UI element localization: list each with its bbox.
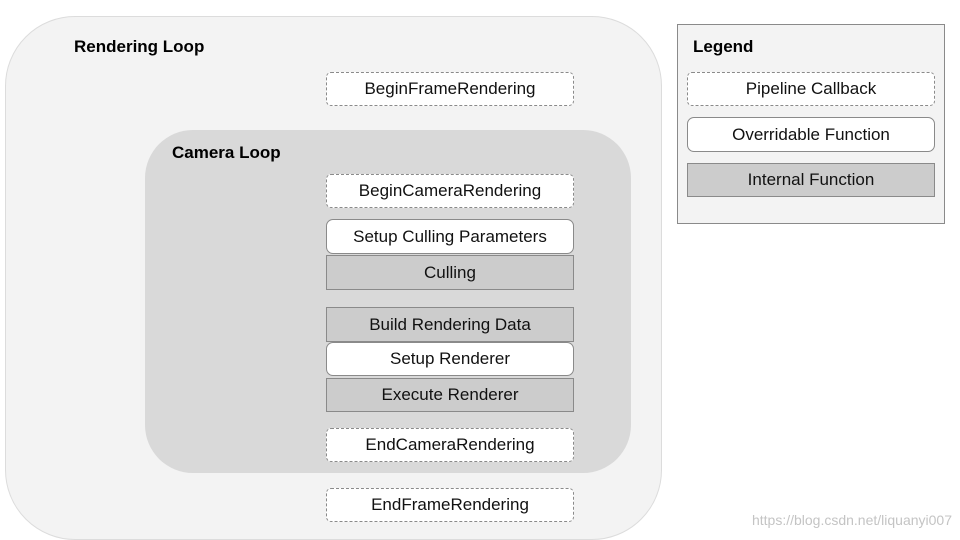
- watermark-text: https://blog.csdn.net/liquanyi007: [751, 512, 952, 528]
- execute-renderer-box: Execute Renderer: [326, 378, 574, 412]
- rendering-loop-title: Rendering Loop: [74, 37, 205, 56]
- build-rendering-data-box: Build Rendering Data: [326, 307, 574, 342]
- end-frame-rendering-box: EndFrameRendering: [326, 488, 574, 522]
- culling-box: Culling: [326, 255, 574, 290]
- legend-pipeline-callback: Pipeline Callback: [687, 72, 935, 106]
- setup-renderer-box: Setup Renderer: [326, 342, 574, 376]
- begin-camera-rendering-box: BeginCameraRendering: [326, 174, 574, 208]
- legend-internal-function: Internal Function: [687, 163, 935, 197]
- legend-title: Legend: [693, 37, 754, 56]
- begin-frame-rendering-box: BeginFrameRendering: [326, 72, 574, 106]
- legend-overridable-function: Overridable Function: [687, 117, 935, 152]
- camera-loop-title: Camera Loop: [172, 143, 281, 162]
- setup-culling-parameters-box: Setup Culling Parameters: [326, 219, 574, 254]
- end-camera-rendering-box: EndCameraRendering: [326, 428, 574, 462]
